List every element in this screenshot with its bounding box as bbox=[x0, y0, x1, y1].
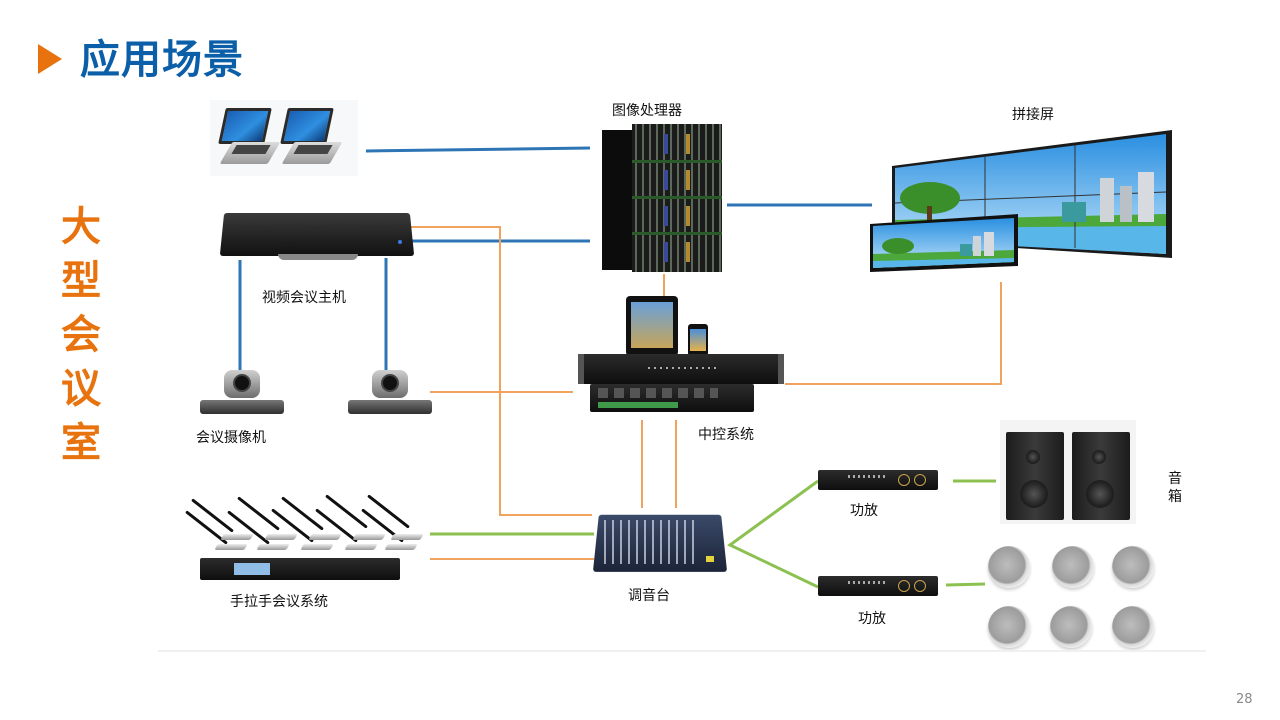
conference-camera-image bbox=[200, 368, 284, 418]
ceiling-speaker-icon bbox=[1050, 606, 1092, 648]
amplifier-bottom-label: 功放 bbox=[858, 611, 886, 627]
mixer-image bbox=[592, 512, 728, 576]
amplifier-top-label: 功放 bbox=[850, 503, 878, 519]
amplifier-image bbox=[818, 576, 938, 596]
conference-camera-image bbox=[348, 368, 432, 418]
laptops-image bbox=[210, 100, 358, 176]
wire-central-wall bbox=[785, 282, 1002, 385]
side-title-char: 型 bbox=[61, 258, 101, 304]
image-processor-label: 图像处理器 bbox=[612, 103, 682, 119]
side-title-char: 室 bbox=[61, 420, 101, 466]
speaker-cabinet-label: 音箱 bbox=[1168, 471, 1182, 505]
side-title-char: 议 bbox=[61, 366, 101, 412]
amplifier-image bbox=[818, 470, 938, 490]
central-control-label: 中控系统 bbox=[698, 427, 754, 443]
side-title: 大 型 会 议 室 bbox=[56, 200, 106, 470]
central-control-image bbox=[578, 354, 784, 384]
wire-mixer-amps bbox=[727, 479, 819, 589]
small-display-image bbox=[868, 214, 1020, 274]
divider-line bbox=[158, 650, 1206, 652]
wire-amp-ceiling bbox=[945, 582, 986, 587]
video-lines bbox=[238, 146, 872, 370]
hand-in-hand-system-image bbox=[185, 486, 426, 582]
title-arrow-icon bbox=[38, 44, 62, 74]
tablet-phone-image bbox=[626, 296, 710, 356]
video-conf-host-label: 视频会议主机 bbox=[262, 290, 346, 306]
ceiling-speaker-icon bbox=[988, 606, 1030, 648]
video-conf-host-image bbox=[219, 212, 415, 262]
slide-title: 应用场景 bbox=[80, 37, 244, 83]
hand-in-hand-system-label: 手拉手会议系统 bbox=[230, 594, 328, 610]
wire-host-mixer bbox=[410, 226, 592, 516]
small-display-drawing bbox=[870, 214, 1018, 272]
laptop-icon bbox=[278, 106, 343, 168]
ceiling-speaker-icon bbox=[1112, 546, 1154, 588]
ceiling-speaker-icon bbox=[1052, 546, 1094, 588]
ceiling-speaker-icon bbox=[988, 546, 1030, 588]
control-lines bbox=[410, 226, 1002, 560]
speaker-cabinets-image bbox=[1000, 420, 1136, 524]
wire-laptops-processor bbox=[365, 146, 591, 153]
image-processor-image bbox=[602, 124, 722, 274]
audio-lines bbox=[430, 479, 996, 589]
video-wall-label: 拼接屏 bbox=[1012, 107, 1054, 123]
side-title-char: 会 bbox=[61, 312, 101, 358]
mixer-label: 调音台 bbox=[628, 588, 670, 604]
central-control-rear-image bbox=[590, 384, 754, 412]
conference-camera-label: 会议摄像机 bbox=[196, 430, 266, 446]
page-number: 28 bbox=[1236, 692, 1253, 707]
laptop-icon bbox=[216, 106, 281, 168]
side-title-char: 大 bbox=[61, 204, 101, 250]
ceiling-speaker-icon bbox=[1112, 606, 1154, 648]
